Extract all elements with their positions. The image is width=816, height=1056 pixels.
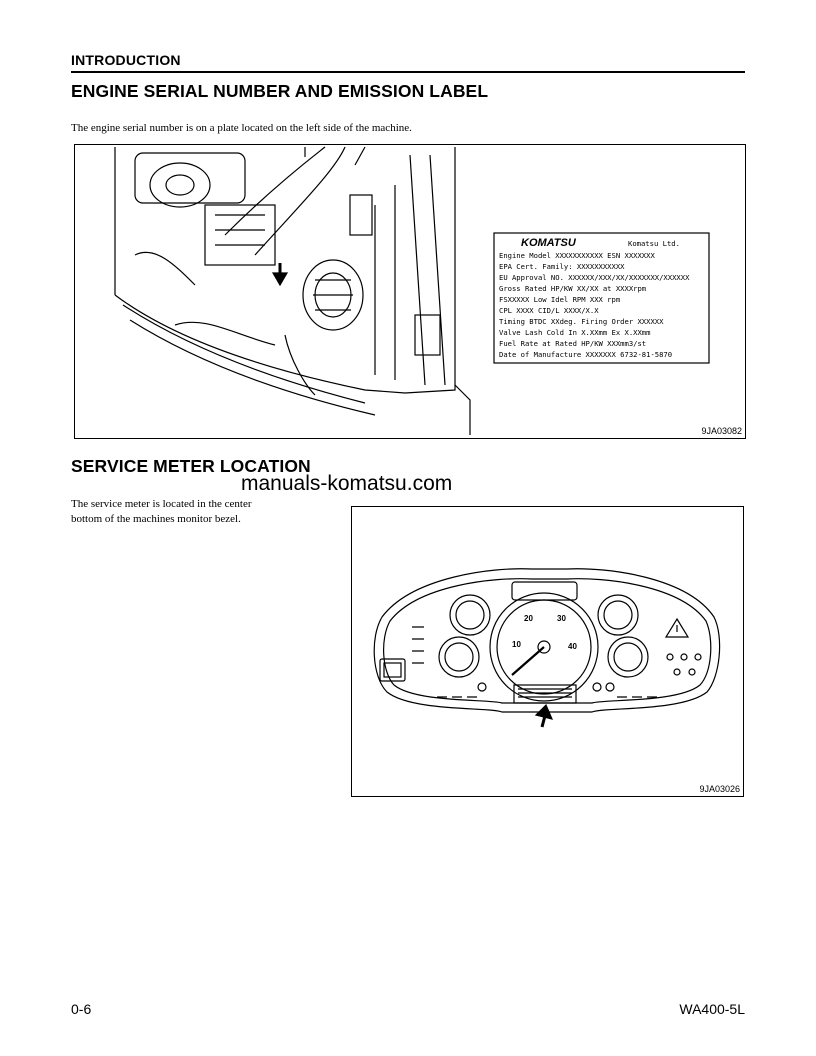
model-number: WA400-5L [679,1001,745,1017]
service-meter-title: SERVICE METER LOCATION [71,456,311,476]
engine-illustration: KOMATSU Komatsu Ltd. Engine Model XXXXXX… [114,146,710,435]
service-meter-text-1: The service meter is located in the cent… [71,498,252,510]
plate-brand: KOMATSU [521,237,577,249]
plate-line-6: CPL XXXX CID/L XXXX/X.X [499,306,599,315]
engine-figure: KOMATSU Komatsu Ltd. Engine Model XXXXXX… [74,144,746,439]
page-number: 0-6 [71,1001,92,1017]
engine-serial-text: The engine serial number is on a plate l… [71,122,412,134]
speedo-label-20: 20 [524,614,533,623]
plate-line-10: Date of Manufacture XXXXXXX 6732-81-5870 [499,350,672,359]
plate-line-9: Fuel Rate at Rated HP/KW XXXmm3/st [499,339,646,348]
plate-line-3: EU Approval NO. XXXXXX/XXX/XX/XXXXXXX/XX… [499,273,690,282]
plate-line-8: Valve Lash Cold In X.XXmm Ex X.XXmm [499,328,650,337]
header-rule [71,71,745,73]
plate-line-4: Gross Rated HP/KW XX/XX at XXXXrpm [499,284,646,293]
monitor-figure: 10 20 30 40 9JA03026 [351,506,744,797]
engine-serial-title: ENGINE SERIAL NUMBER AND EMISSION LABEL [71,81,489,101]
monitor-illustration: 10 20 30 40 [373,568,721,728]
plate-line-7: Timing BTDC XXdeg. Firing Order XXXXXX [499,317,664,326]
watermark: manuals-komatsu.com [241,472,453,495]
plate-company: Komatsu Ltd. [628,239,680,248]
speedo-label-10: 10 [512,640,521,649]
plate-line-1: Engine Model XXXXXXXXXXX ESN XXXXXXX [499,251,655,260]
section-header: INTRODUCTION [71,52,181,68]
monitor-figure-code: 9JA03026 [699,784,740,794]
plate-line-2: EPA Cert. Family: XXXXXXXXXXX [499,262,625,271]
speedo-label-30: 30 [557,614,566,623]
speedo-label-40: 40 [568,642,577,651]
plate-line-5: FSXXXXX Low Idel RPM XXX rpm [499,295,620,304]
service-meter-text-2: bottom of the machines monitor bezel. [71,513,241,525]
engine-figure-code: 9JA03082 [701,426,742,436]
